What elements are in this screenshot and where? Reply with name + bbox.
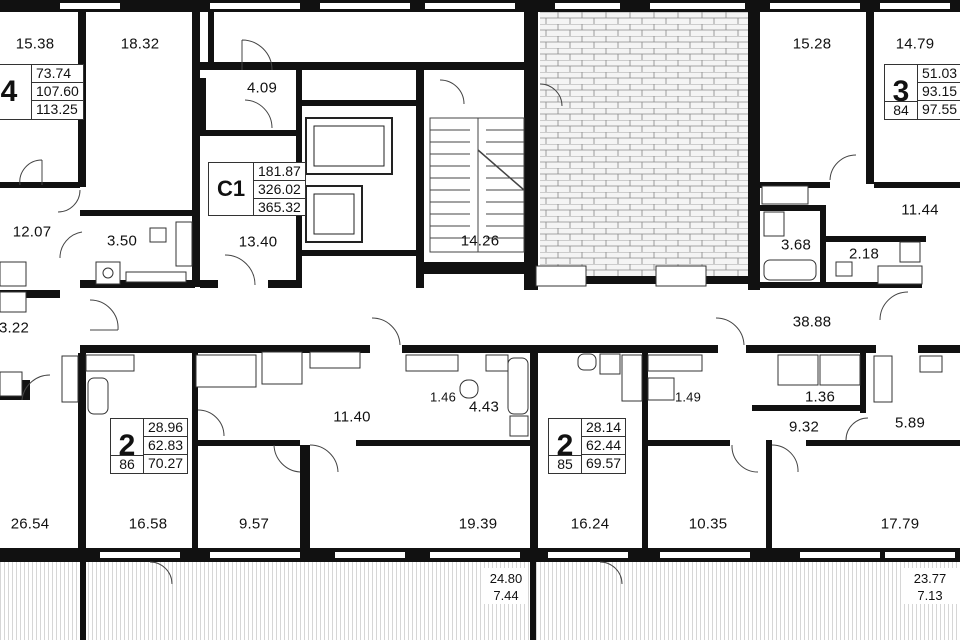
- apartment-areas: 28.14 62.44 69.57: [582, 419, 626, 473]
- apartment-rooms: 4: [0, 65, 32, 119]
- area-with-balcony: 113.25: [36, 101, 78, 117]
- apartment-card-c1[interactable]: C1 181.87 326.02 365.32: [208, 162, 306, 216]
- apartment-rooms: 3: [885, 65, 918, 119]
- area-with-balcony: 97.55: [922, 101, 958, 117]
- apartment-areas: 28.96 62.83 70.27: [144, 419, 188, 473]
- area-with-balcony: 69.57: [586, 455, 622, 471]
- area-living: 181.87: [254, 163, 305, 181]
- apartment-areas: 181.87 326.02 365.32: [253, 163, 305, 215]
- area-living: 28.14: [582, 419, 626, 437]
- apartment-areas: 51.03 93.15 97.55: [918, 65, 960, 119]
- area-with-balcony: 365.32: [258, 199, 301, 215]
- balcony-area: 24.80: [489, 571, 523, 586]
- staircase: [429, 117, 525, 253]
- apartment-card-86[interactable]: 2 28.96 62.83 70.27 86: [110, 418, 189, 474]
- room-area: 12.07: [12, 223, 52, 241]
- area-total: 107.60: [32, 83, 83, 101]
- room-area: 1.36: [805, 388, 835, 406]
- room-area: 1.49: [674, 389, 702, 405]
- area-living: 28.96: [144, 419, 188, 437]
- room-area: 4.43: [469, 398, 499, 416]
- room-area: 11.44: [901, 201, 939, 219]
- area-living: 73.74: [32, 65, 83, 83]
- room-area: 3.22: [0, 319, 29, 337]
- balcony-sub: 7.44: [493, 588, 519, 603]
- balcony-strip-right: [536, 562, 960, 640]
- room-area: 17.79: [880, 515, 920, 533]
- area-total: 62.44: [582, 437, 626, 455]
- room-area: 1.46: [429, 389, 457, 405]
- apartment-number: 84: [885, 101, 918, 119]
- area-total: 62.83: [144, 437, 188, 455]
- doors: [19, 39, 909, 585]
- room-area: 10.35: [688, 515, 728, 533]
- room-area: 9.57: [239, 515, 269, 533]
- apartment-card-85[interactable]: 2 28.14 62.44 69.57 85: [548, 418, 627, 474]
- apartment-rooms: 2: [111, 419, 144, 473]
- area-with-balcony: 70.27: [148, 455, 184, 471]
- room-area: 14.26: [460, 232, 500, 250]
- room-area: 14.79: [895, 35, 935, 53]
- room-area: 38.88: [792, 313, 832, 331]
- room-area: 16.58: [128, 515, 168, 533]
- shaft-hatch: [540, 12, 748, 280]
- apartment-number: 86: [111, 455, 144, 473]
- room-area: 15.38: [15, 35, 55, 53]
- room-area: 18.32: [120, 35, 160, 53]
- room-area: 15.28: [792, 35, 832, 53]
- room-area: 13.40: [238, 233, 278, 251]
- fixtures: [0, 185, 943, 437]
- balcony-area: 23.77: [913, 571, 947, 586]
- balcony-strip-left: [0, 562, 530, 640]
- balcony-sub: 7.13: [917, 588, 943, 603]
- room-area: 16.24: [570, 515, 610, 533]
- room-area: 19.39: [458, 515, 498, 533]
- room-area: 9.32: [789, 418, 819, 436]
- room-area: 11.40: [333, 408, 371, 426]
- elevators: [305, 117, 393, 243]
- room-area: 26.54: [10, 515, 50, 533]
- apartment-areas: 73.74 107.60 113.25: [32, 65, 83, 119]
- apartment-rooms: C1: [216, 176, 246, 201]
- apartment-card-3[interactable]: 3 51.03 93.15 97.55 84: [884, 64, 960, 120]
- area-living: 51.03: [918, 65, 960, 83]
- room-area: 2.18: [849, 245, 879, 263]
- area-total: 93.15: [918, 83, 960, 101]
- room-area: 4.09: [247, 79, 277, 97]
- balcony-label-left: 24.80 7.44: [490, 570, 523, 604]
- apartment-number: 85: [549, 455, 582, 473]
- room-area: 3.68: [781, 236, 811, 254]
- room-area: 3.50: [107, 232, 137, 250]
- apartment-rooms: 2: [549, 419, 582, 473]
- apartment-card-4[interactable]: 4 73.74 107.60 113.25 87: [0, 64, 84, 120]
- balcony-label-right: 23.77 7.13: [914, 570, 947, 604]
- area-total: 326.02: [254, 181, 305, 199]
- room-area: 5.89: [895, 414, 925, 432]
